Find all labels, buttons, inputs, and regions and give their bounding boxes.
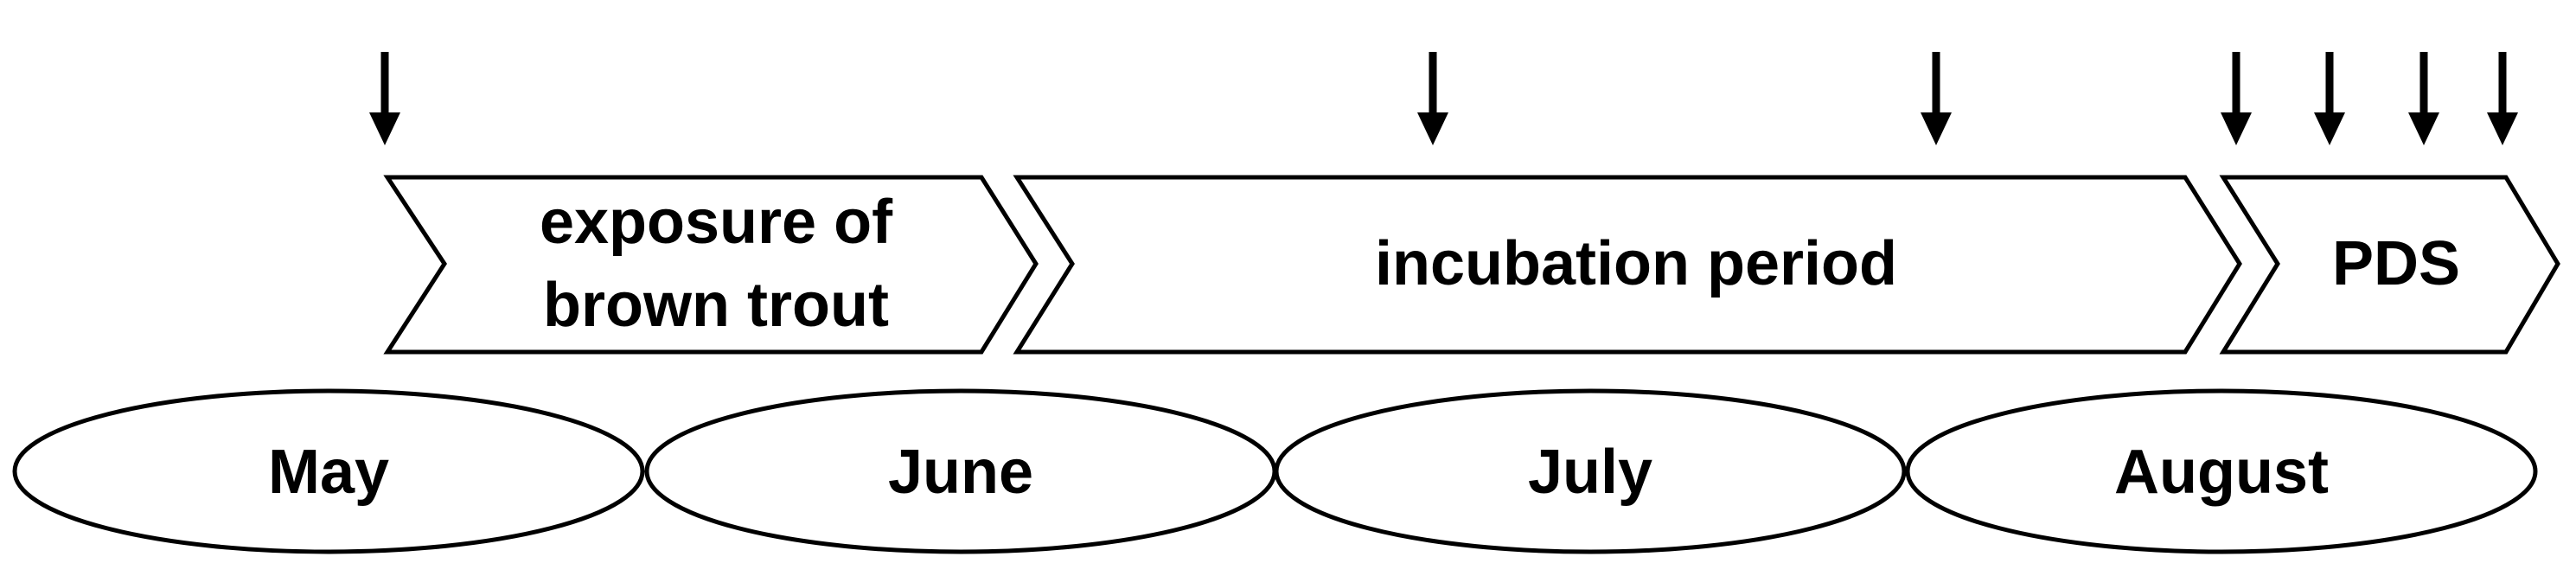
phase-exposure: exposure of brown trout: [383, 175, 1039, 355]
month-may: May: [12, 388, 645, 554]
month-july: July: [1274, 388, 1907, 554]
month-ellipse: [12, 388, 645, 554]
sampling-arrow: [2487, 52, 2518, 145]
phase-label-line: PDS: [2332, 229, 2460, 298]
month-label: July: [1528, 438, 1652, 507]
month-label: May: [268, 438, 389, 507]
chevron-shape: [1013, 175, 2242, 355]
phase-label-line: exposure of: [540, 188, 893, 257]
sampling-arrow: [369, 52, 400, 145]
phase-pds: PDS: [2219, 175, 2560, 355]
month-label: June: [888, 438, 1033, 507]
month-ellipse: [1905, 388, 2538, 554]
month-june: June: [644, 388, 1277, 554]
chevron-shape: [2219, 175, 2560, 355]
sampling-arrow: [1417, 52, 1448, 145]
chevron-shape: [383, 175, 1039, 355]
phase-label-line: brown trout: [543, 271, 889, 340]
sampling-arrow: [2221, 52, 2252, 145]
phase-incubation: incubation period: [1013, 175, 2242, 355]
sampling-arrows: [369, 52, 2518, 145]
month-august: August: [1905, 388, 2538, 554]
month-ellipse: [1274, 388, 1907, 554]
sampling-arrow: [2408, 52, 2439, 145]
sampling-arrow: [2314, 52, 2345, 145]
month-label: August: [2114, 438, 2329, 507]
sampling-arrow: [1921, 52, 1952, 145]
phase-label-line: incubation period: [1375, 229, 1897, 298]
